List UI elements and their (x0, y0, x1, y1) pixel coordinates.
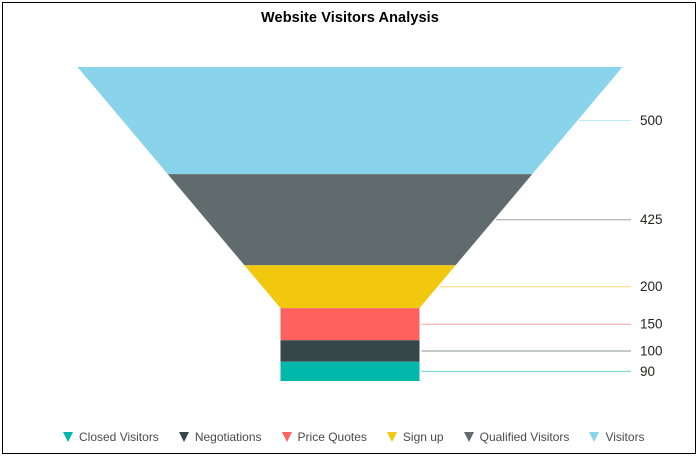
funnel-segment-sign-up[interactable] (244, 265, 456, 309)
funnel-segment-visitors[interactable] (77, 67, 623, 175)
legend-item-label: Visitors (605, 430, 645, 444)
legend: Closed Visitors Negotiations Price Quotes S… (63, 428, 645, 446)
legend-item-qualified-visitors[interactable]: Qualified Visitors (463, 430, 570, 444)
legend-item-negotiations[interactable]: Negotiations (178, 430, 262, 444)
legend-item-price-quotes[interactable]: Price Quotes (281, 430, 367, 444)
funnel-segment-qualified-visitors[interactable] (167, 174, 533, 266)
triangle-marker-icon (63, 432, 73, 442)
legend-item-visitors[interactable]: Visitors (589, 430, 645, 444)
legend-item-label: Price Quotes (297, 430, 367, 444)
legend-item-label: Closed Visitors (79, 430, 159, 444)
triangle-marker-icon (281, 432, 292, 442)
value-label-qualified-visitors: 425 (640, 212, 663, 227)
triangle-marker-icon (386, 432, 397, 442)
value-label-price-quotes: 150 (640, 317, 663, 332)
legend-item-sign-up[interactable]: Sign up (386, 430, 444, 444)
value-label-sign-up: 200 (640, 279, 663, 294)
legend-item-label: Qualified Visitors (479, 430, 570, 444)
value-label-negotiations: 100 (640, 343, 663, 358)
funnel-segment-price-quotes[interactable] (280, 308, 420, 341)
triangle-marker-icon (463, 432, 474, 442)
value-label-visitors: 500 (640, 113, 663, 128)
legend-item-label: Sign up (402, 430, 444, 444)
funnel-segment-closed-visitors[interactable] (280, 361, 420, 381)
funnel-segment-negotiations[interactable] (280, 340, 420, 362)
triangle-marker-icon (178, 432, 189, 442)
triangle-marker-icon (589, 432, 600, 442)
chart-title: Website Visitors Analysis (261, 10, 439, 26)
legend-item-closed-visitors[interactable]: Closed Visitors (63, 430, 159, 444)
legend-item-label: Negotiations (194, 430, 262, 444)
value-label-closed-visitors: 90 (640, 364, 655, 379)
